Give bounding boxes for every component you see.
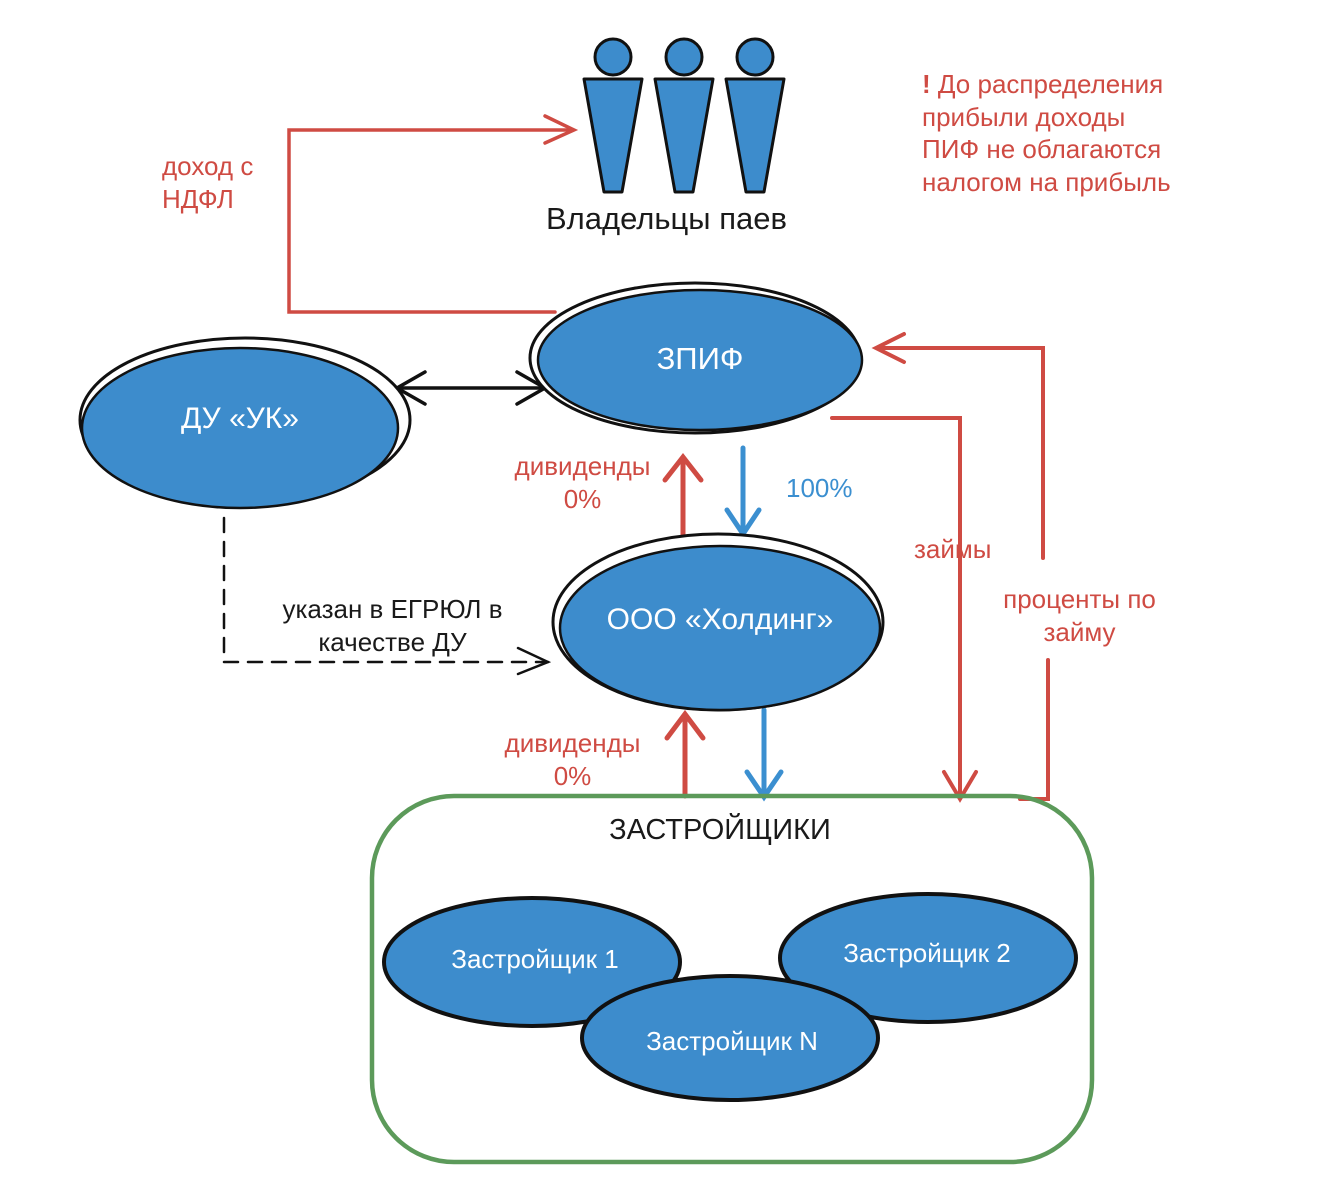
developer-2-node: Застройщик 2	[843, 938, 1011, 968]
income-ndfl-label: доход с НДФЛ	[162, 150, 253, 215]
note-line-3: ПИФ не облагаются	[922, 134, 1162, 164]
du-uk-node-shape	[78, 336, 412, 510]
income-ndfl-arrow	[287, 114, 579, 314]
egrul-label: указан в ЕГРЮЛ в качестве ДУ	[255, 593, 530, 658]
developer-1-shape	[382, 896, 682, 1028]
ownership-label: 100%	[786, 473, 853, 503]
loans-label: займы	[914, 534, 992, 564]
dividends-top-line-2: 0%	[563, 483, 602, 514]
holding-node: ООО «Холдинг»	[606, 603, 834, 636]
developer-1-node: Застройщик 1	[451, 944, 619, 974]
owners-label: Владельцы паев	[546, 201, 787, 236]
dividends-top-label: дивиденды 0%	[500, 450, 665, 515]
dividends-bottom-line-2: 0%	[553, 760, 592, 791]
note-mark: !	[922, 69, 931, 99]
egrul-dashed-arrow	[222, 516, 552, 676]
developer-n-node: Застройщик N	[646, 1026, 818, 1056]
dividends-bottom-line-1: дивиденды	[504, 728, 641, 758]
holding-to-developers-arrow	[744, 707, 784, 802]
person-icon	[653, 37, 715, 194]
person-icon	[724, 37, 786, 194]
interest-line-2: займу	[1043, 616, 1116, 647]
holding-node-shape	[551, 532, 885, 712]
developers-container	[369, 793, 1095, 1165]
zpif-node-shape	[528, 281, 864, 435]
dividends-bottom-arrow	[664, 709, 706, 799]
interest-label: проценты по займу	[982, 583, 1177, 648]
developer-n-shape	[580, 974, 880, 1102]
note-line-2: прибыли доходы	[922, 101, 1126, 132]
dividends-top-line-1: дивиденды	[514, 451, 651, 481]
du-uk-node: ДУ «УК»	[181, 402, 299, 435]
people-icon	[582, 37, 786, 194]
egrul-line-2: качестве ДУ	[318, 626, 467, 657]
income-ndfl-line-1: доход с	[162, 151, 254, 181]
note-text: ! До распределения прибыли доходы ПИФ не…	[922, 68, 1171, 198]
developer-2-shape	[778, 892, 1078, 1024]
interest-line-1: проценты по	[1003, 584, 1156, 614]
zpif-node: ЗПИФ	[656, 341, 744, 376]
ownership-arrow	[724, 445, 762, 539]
person-icon	[582, 37, 644, 194]
dividends-bottom-label: дивиденды 0%	[490, 727, 655, 792]
note-line-1: До распределения	[937, 69, 1164, 99]
note-line-4: налогом на прибыль	[922, 166, 1171, 197]
management-double-arrow	[393, 370, 549, 406]
loans-arrow	[830, 416, 978, 803]
egrul-line-1: указан в ЕГРЮЛ в	[282, 594, 503, 624]
dividends-top-arrow	[662, 452, 704, 538]
income-ndfl-line-2: НДФЛ	[162, 183, 234, 214]
developers-group-label: ЗАСТРОЙЩИКИ	[609, 814, 831, 846]
